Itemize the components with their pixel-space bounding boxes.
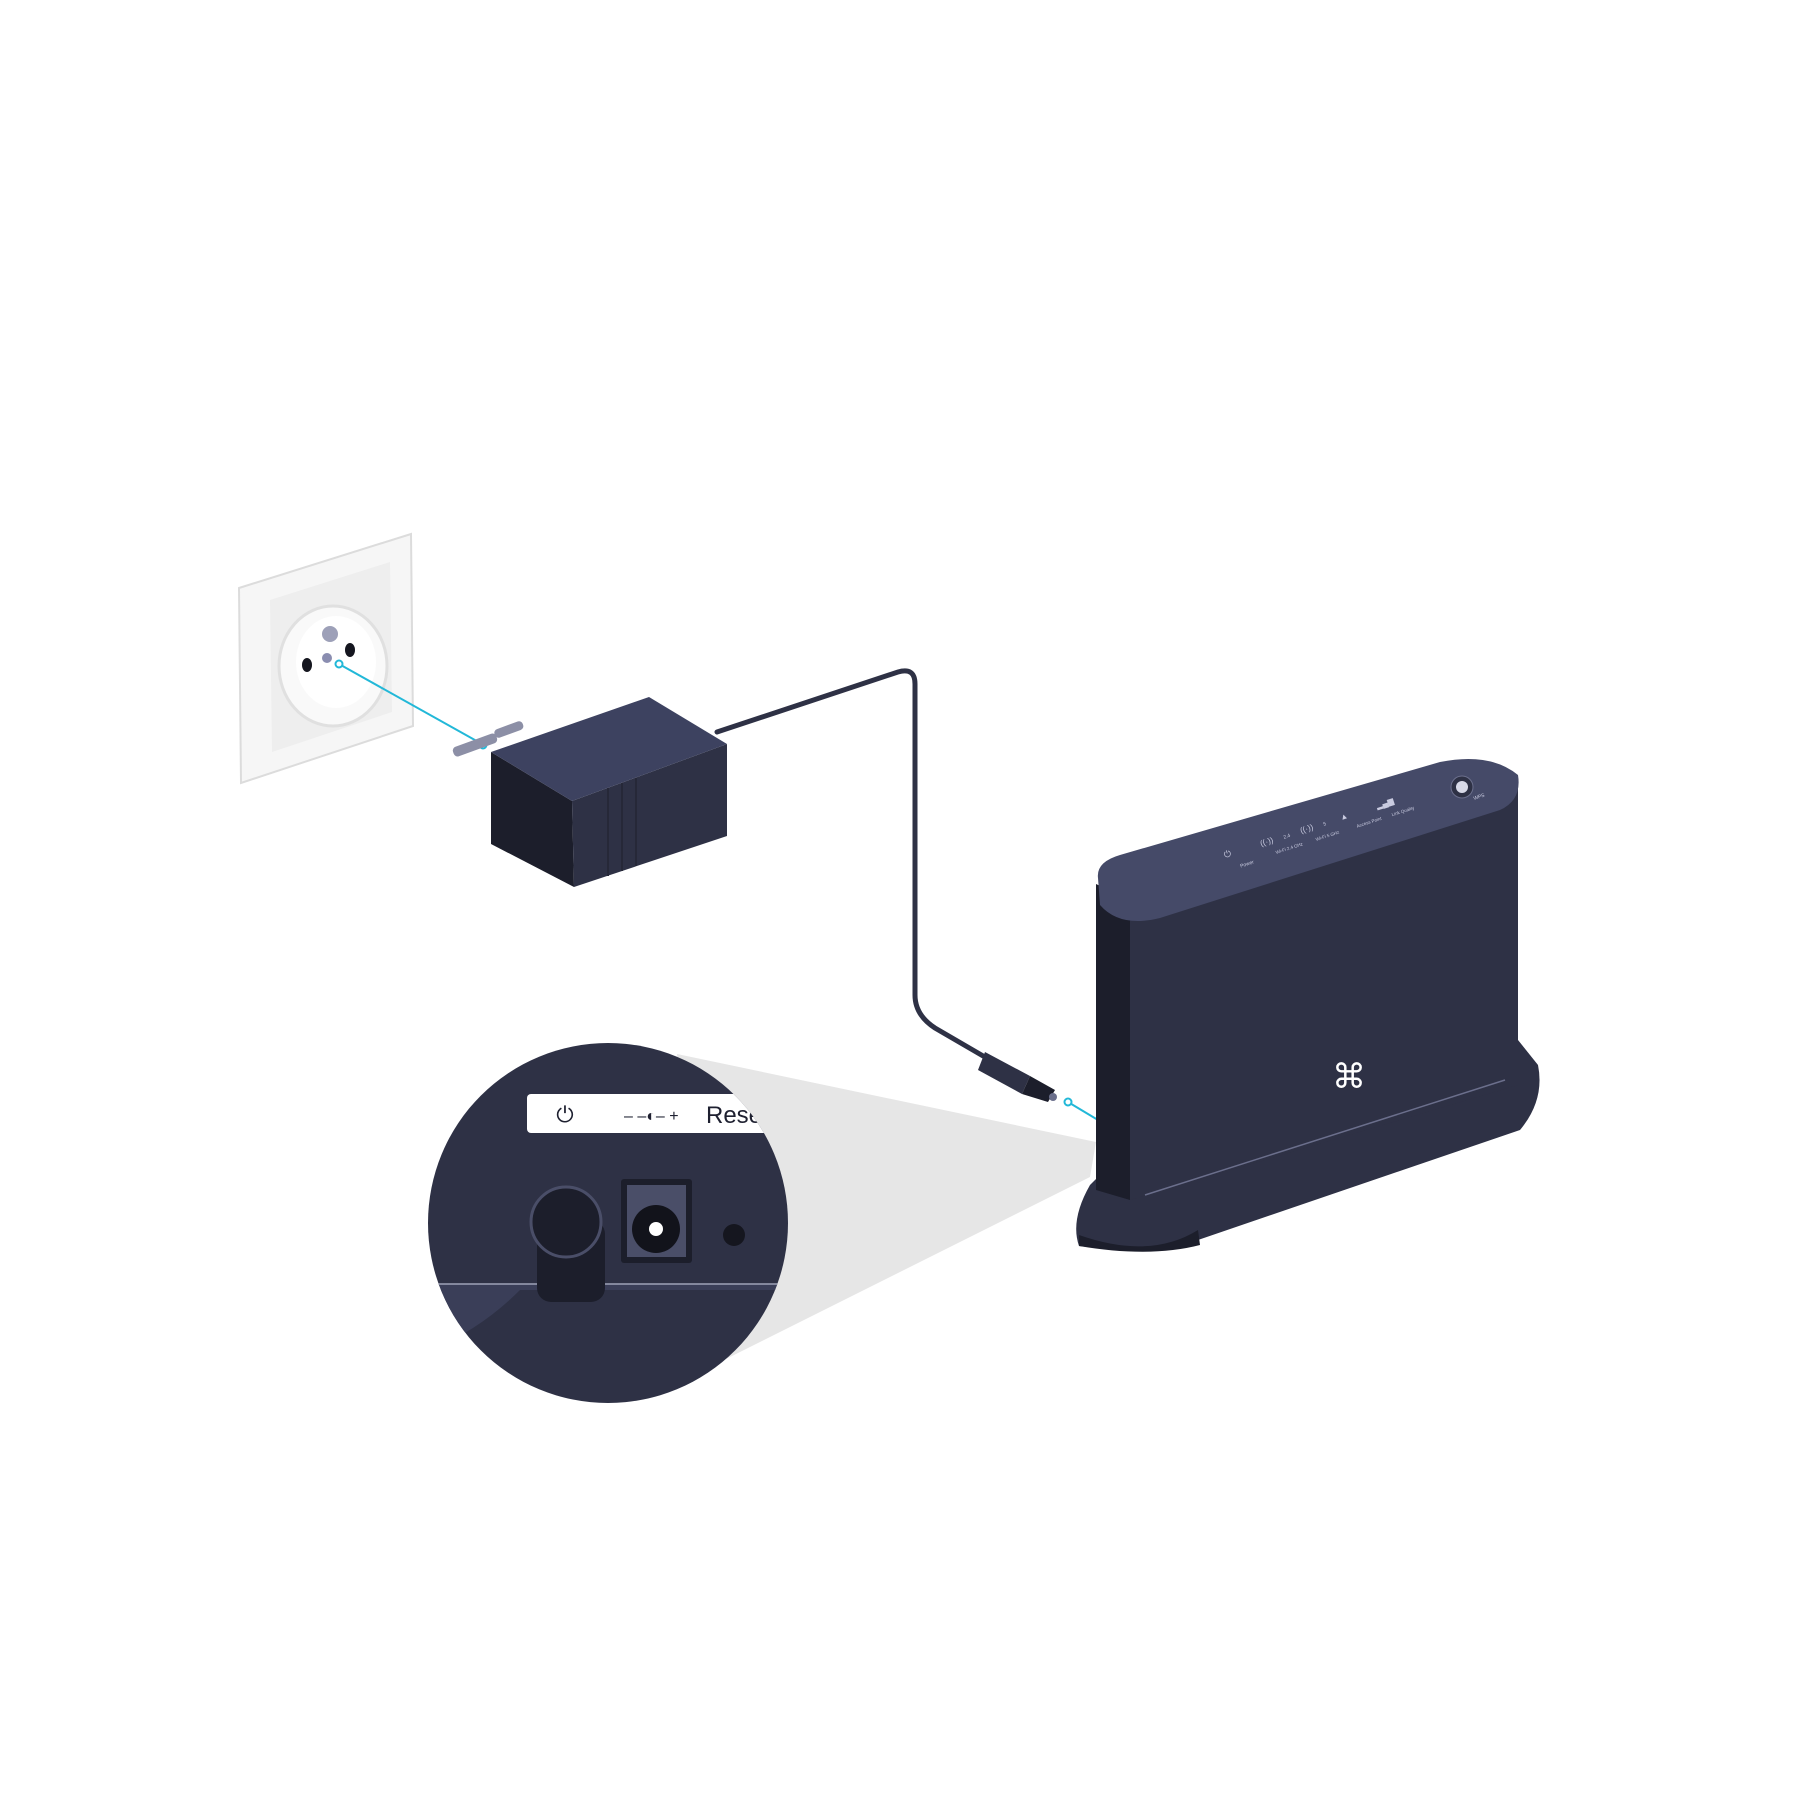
callout-line-router (1063, 1097, 1099, 1121)
access-point-icon: ▲ (1339, 811, 1349, 822)
wall-outlet (237, 532, 415, 785)
wps-label: WPS (1473, 792, 1486, 801)
dc-plug (978, 1052, 1057, 1102)
reset-pinhole[interactable] (723, 1224, 745, 1246)
zoom-cone (677, 1054, 1096, 1366)
router (1076, 758, 1540, 1252)
power-icon: ⏻ (556, 1102, 573, 1127)
wifi-icon: ((·)) (1259, 835, 1275, 848)
wifi-icon: ((·)) (1299, 822, 1315, 835)
wps-button[interactable]: WPS (1450, 775, 1486, 802)
power-button[interactable] (529, 1185, 605, 1302)
inset-rear-panel: ⏻ – –◐– + Rese (428, 1043, 788, 1403)
port-label-strip (527, 1094, 787, 1133)
indicator-badge: 5 (1323, 821, 1328, 828)
dc-power-jack[interactable] (621, 1179, 692, 1263)
power-adapter (452, 697, 727, 887)
indicator-label: Power (1240, 859, 1256, 869)
brand-logo: ⌘ (1332, 1057, 1366, 1097)
power-cable (714, 668, 993, 1063)
indicator-power: ⏻ Power (1223, 848, 1256, 869)
indicator-badge: 2.4 (1283, 833, 1292, 841)
power-icon: ⏻ (1223, 848, 1233, 860)
dc-polarity-symbol: – –◐– + (624, 1108, 679, 1125)
